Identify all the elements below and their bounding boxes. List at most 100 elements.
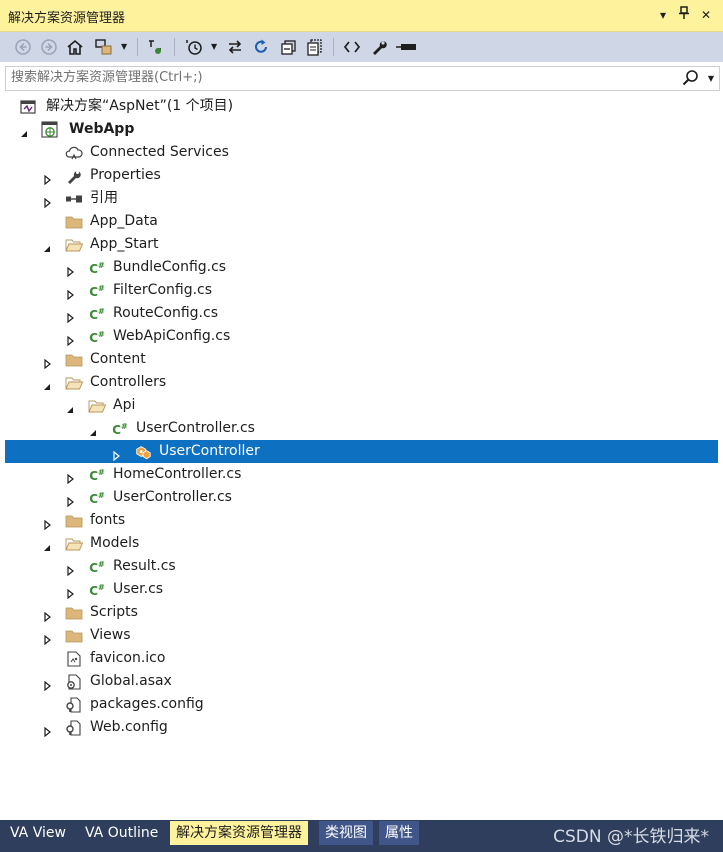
- tree-row[interactable]: Scripts: [5, 601, 718, 624]
- tree-item-label: App_Data: [90, 213, 158, 229]
- refresh-icon[interactable]: [250, 36, 272, 58]
- folder-icon: [65, 604, 83, 622]
- expand-arrow-icon[interactable]: [111, 446, 121, 462]
- tree-row[interactable]: Content: [5, 348, 718, 371]
- tree-row[interactable]: 引用: [5, 187, 718, 210]
- tree-item-label: UserController: [159, 443, 260, 459]
- switch-views-icon[interactable]: [93, 36, 115, 58]
- dropdown-icon[interactable]: ▾: [659, 8, 667, 22]
- tree-row[interactable]: UserController: [5, 440, 718, 463]
- expand-arrow-icon[interactable]: [65, 584, 75, 600]
- expand-arrow-icon[interactable]: [65, 331, 75, 347]
- search-icon[interactable]: [681, 69, 699, 87]
- image-file-icon: [65, 650, 83, 668]
- tree-row[interactable]: Global.asax: [5, 670, 718, 693]
- tree-row[interactable]: C#UserController.cs: [5, 417, 718, 440]
- tree-item-label: Api: [113, 397, 136, 413]
- tree-row[interactable]: App_Data: [5, 210, 718, 233]
- expand-arrow-icon[interactable]: [65, 262, 75, 278]
- bottom-tab[interactable]: 类视图: [319, 821, 373, 845]
- tree-row[interactable]: WebApp: [5, 118, 718, 141]
- tree-row[interactable]: Web.config: [5, 716, 718, 739]
- search-input[interactable]: [6, 67, 671, 88]
- properties-icon[interactable]: [368, 36, 390, 58]
- bottom-tab[interactable]: VA View: [10, 825, 66, 841]
- show-all-files-icon[interactable]: [304, 36, 326, 58]
- window-title: 解决方案资源管理器: [8, 11, 126, 26]
- tree-row[interactable]: Connected Services: [5, 141, 718, 164]
- collapse-arrow-icon[interactable]: [88, 423, 98, 436]
- bottom-tab[interactable]: 属性: [379, 821, 419, 845]
- csharp-file-icon: C#: [89, 260, 105, 276]
- history-dropdown-icon[interactable]: ▼: [211, 42, 218, 51]
- tree-item-label: BundleConfig.cs: [113, 259, 227, 275]
- expand-arrow-icon[interactable]: [65, 469, 75, 485]
- expand-arrow-icon[interactable]: [42, 193, 52, 209]
- csharp-file-icon: C#: [89, 467, 105, 483]
- collapse-arrow-icon[interactable]: [42, 377, 52, 390]
- tree-row[interactable]: Controllers: [5, 371, 718, 394]
- history-icon[interactable]: [183, 36, 205, 58]
- expand-arrow-icon[interactable]: [65, 308, 75, 324]
- tree-row[interactable]: favicon.ico: [5, 647, 718, 670]
- tree-row[interactable]: C#WebApiConfig.cs: [5, 325, 718, 348]
- tree-row[interactable]: fonts: [5, 509, 718, 532]
- watermark-text: CSDN @*长铁归来*: [553, 827, 709, 847]
- switch-views-dropdown-icon[interactable]: ▼: [121, 42, 128, 51]
- bottom-tab[interactable]: 解决方案资源管理器: [170, 821, 308, 845]
- collapse-arrow-icon[interactable]: [42, 538, 52, 551]
- expand-arrow-icon[interactable]: [42, 676, 52, 692]
- expand-arrow-icon[interactable]: [65, 492, 75, 508]
- tree-row[interactable]: Models: [5, 532, 718, 555]
- connected-services-icon: [65, 144, 83, 162]
- tree-row[interactable]: packages.config: [5, 693, 718, 716]
- pending-changes-filter-icon[interactable]: [144, 36, 166, 58]
- tree-row[interactable]: C#Result.cs: [5, 555, 718, 578]
- expand-arrow-icon[interactable]: [42, 354, 52, 370]
- expand-arrow-icon[interactable]: [42, 630, 52, 646]
- collapse-arrow-icon[interactable]: [19, 124, 29, 137]
- pin-icon[interactable]: [675, 6, 693, 24]
- toolbar-separator: [137, 38, 138, 56]
- expand-arrow-icon[interactable]: [42, 170, 52, 186]
- view-code-icon[interactable]: [341, 36, 363, 58]
- expand-arrow-icon[interactable]: [42, 722, 52, 738]
- folder-open-icon: [65, 236, 83, 254]
- tree-row[interactable]: C#User.cs: [5, 578, 718, 601]
- tree-item-label: Views: [90, 627, 131, 643]
- csharp-file-icon: C#: [89, 283, 105, 299]
- tree-item-label: packages.config: [90, 696, 204, 712]
- close-icon[interactable]: ✕: [700, 8, 712, 22]
- forward-icon[interactable]: [38, 36, 60, 58]
- tree-row[interactable]: Properties: [5, 164, 718, 187]
- home-icon[interactable]: [64, 36, 86, 58]
- csharp-file-icon: C#: [112, 421, 128, 437]
- tree-row[interactable]: Api: [5, 394, 718, 417]
- preview-selected-icon[interactable]: [395, 36, 417, 58]
- tree-row[interactable]: C#HomeController.cs: [5, 463, 718, 486]
- tree-row[interactable]: C#UserController.cs: [5, 486, 718, 509]
- tree-row[interactable]: C#RouteConfig.cs: [5, 302, 718, 325]
- expand-arrow-icon[interactable]: [42, 607, 52, 623]
- back-icon[interactable]: [12, 36, 34, 58]
- tree-row[interactable]: C# BundleConfig.cs: [5, 256, 718, 279]
- tree-row[interactable]: C#FilterConfig.cs: [5, 279, 718, 302]
- tree-item-label: App_Start: [90, 236, 159, 252]
- expand-arrow-icon[interactable]: [65, 561, 75, 577]
- tree-item-label: 解决方案“AspNet”(1 个项目): [46, 98, 234, 114]
- collapse-arrow-icon[interactable]: [65, 400, 75, 413]
- bottom-tab[interactable]: VA Outline: [85, 825, 159, 841]
- collapse-all-icon[interactable]: [278, 36, 300, 58]
- expand-arrow-icon[interactable]: [65, 285, 75, 301]
- config-file-icon: [65, 696, 83, 714]
- search-options-dropdown-icon[interactable]: ▼: [707, 74, 714, 83]
- tree-row[interactable]: Views: [5, 624, 718, 647]
- expand-arrow-icon[interactable]: [42, 515, 52, 531]
- tree-row[interactable]: App_Start: [5, 233, 718, 256]
- sync-active-document-icon[interactable]: [224, 36, 246, 58]
- collapse-arrow-icon[interactable]: [42, 239, 52, 252]
- tree-item-label: Global.asax: [90, 673, 172, 689]
- tree-row[interactable]: 解决方案“AspNet”(1 个项目): [5, 95, 718, 118]
- tree-item-label: UserController.cs: [113, 489, 232, 505]
- wrench-icon: [65, 167, 83, 185]
